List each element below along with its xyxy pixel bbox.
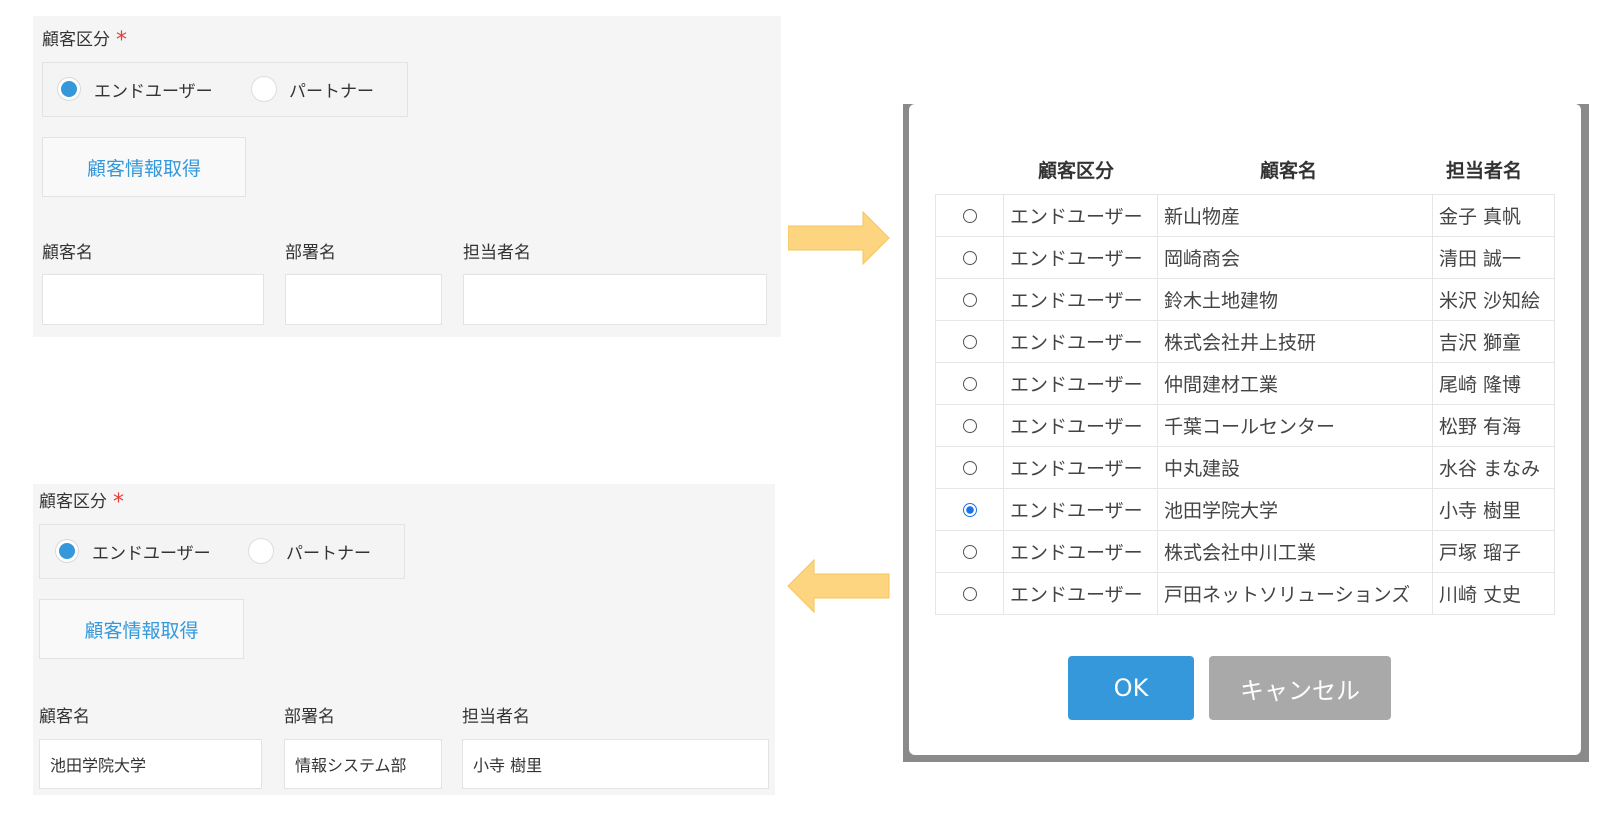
customer-name-field[interactable] [42,274,264,325]
row-contact: 米沢 沙知絵 [1432,278,1555,321]
row-radio-button[interactable] [962,503,977,517]
table-row[interactable]: エンドユーザー中丸建設水谷 まなみ [935,446,1555,489]
row-contact: 吉沢 獅童 [1432,320,1555,363]
table-row[interactable]: エンドユーザー千葉コールセンター松野 有海 [935,404,1555,447]
customer-select-dialog: 顧客区分 顧客名 担当者名 エンドユーザー新山物産金子 真帆エンドユーザー岡崎商… [909,104,1581,755]
contact-field[interactable]: 小寺 樹里 [462,739,769,789]
customer-type-label: 顧客区分* [39,490,124,515]
row-radio-button[interactable] [962,545,977,559]
radio-partner-label[interactable]: パートナー [286,544,371,564]
contact-label: 担当者名 [463,243,531,263]
row-customer-type: エンドユーザー [1003,404,1158,447]
row-customer-type: エンドユーザー [1003,572,1158,615]
row-contact: 戸塚 瑠子 [1432,530,1555,573]
radio-enduser-label[interactable]: エンドユーザー [94,82,213,102]
row-radio[interactable] [935,362,1004,405]
fetch-customer-button[interactable]: 顧客情報取得 [42,137,246,197]
arrow-right-icon [788,210,890,266]
department-field[interactable]: 情報システム部 [284,739,442,789]
table-row[interactable]: エンドユーザー池田学院大学小寺 樹里 [935,488,1555,531]
form-after: 顧客区分* エンドユーザー パートナー 顧客情報取得 顧客名 部署名 担当者名 … [33,484,775,795]
row-radio-button[interactable] [962,251,977,265]
row-radio[interactable] [935,320,1004,363]
department-field[interactable] [285,274,442,325]
row-radio[interactable] [935,404,1004,447]
customer-type-radio-group: エンドユーザー パートナー [42,62,408,117]
row-contact: 金子 真帆 [1432,194,1555,237]
row-customer-name: 戸田ネットソリューションズ [1157,572,1433,615]
row-customer-name: 岡崎商会 [1157,236,1433,279]
row-customer-name: 株式会社中川工業 [1157,530,1433,573]
row-radio[interactable] [935,572,1004,615]
table-row[interactable]: エンドユーザー新山物産金子 真帆 [935,194,1555,237]
table-row[interactable]: エンドユーザー株式会社中川工業戸塚 瑠子 [935,530,1555,573]
contact-label: 担当者名 [462,707,530,727]
radio-enduser-label[interactable]: エンドユーザー [92,544,211,564]
table-row[interactable]: エンドユーザー仲間建材工業尾崎 隆博 [935,362,1555,405]
row-customer-type: エンドユーザー [1003,446,1158,489]
table-row[interactable]: エンドユーザー株式会社井上技研吉沢 獅童 [935,320,1555,363]
row-customer-name: 池田学院大学 [1157,488,1433,531]
radio-enduser[interactable] [56,540,78,562]
row-radio[interactable] [935,530,1004,573]
row-radio[interactable] [935,488,1004,531]
row-radio-button[interactable] [962,461,977,475]
row-customer-type: エンドユーザー [1003,362,1158,405]
required-mark: * [116,28,127,53]
row-radio-button[interactable] [962,209,977,223]
row-contact: 清田 誠一 [1432,236,1555,279]
row-customer-type: エンドユーザー [1003,530,1158,573]
customer-name-label: 顧客名 [42,243,93,263]
table-row[interactable]: エンドユーザー岡崎商会清田 誠一 [935,236,1555,279]
customer-name-label: 顧客名 [39,707,90,727]
customer-table: エンドユーザー新山物産金子 真帆エンドユーザー岡崎商会清田 誠一エンドユーザー鈴… [935,194,1555,615]
row-customer-type: エンドユーザー [1003,320,1158,363]
row-contact: 水谷 まなみ [1432,446,1555,489]
header-customer-type: 顧客区分 [1038,160,1115,182]
table-row[interactable]: エンドユーザー鈴木土地建物米沢 沙知絵 [935,278,1555,321]
form-before: 顧客区分* エンドユーザー パートナー 顧客情報取得 顧客名 部署名 担当者名 [33,16,781,337]
row-contact: 松野 有海 [1432,404,1555,447]
row-customer-name: 仲間建材工業 [1157,362,1433,405]
row-customer-type: エンドユーザー [1003,488,1158,531]
row-contact: 尾崎 隆博 [1432,362,1555,405]
arrow-left-icon [787,558,890,614]
radio-enduser[interactable] [58,78,80,100]
row-customer-name: 新山物産 [1157,194,1433,237]
row-customer-type: エンドユーザー [1003,278,1158,321]
row-customer-name: 千葉コールセンター [1157,404,1433,447]
header-contact: 担当者名 [1446,160,1523,182]
customer-name-field[interactable]: 池田学院大学 [39,739,262,789]
row-radio-button[interactable] [962,419,977,433]
header-customer-name: 顧客名 [1260,160,1318,182]
contact-field[interactable] [463,274,767,325]
department-label: 部署名 [284,707,335,727]
row-radio[interactable] [935,236,1004,279]
department-label: 部署名 [285,243,336,263]
row-customer-type: エンドユーザー [1003,236,1158,279]
ok-button[interactable]: OK [1068,656,1194,720]
row-radio[interactable] [935,278,1004,321]
required-mark: * [113,490,124,515]
row-radio-button[interactable] [962,587,977,601]
customer-type-label: 顧客区分* [42,28,127,53]
radio-partner[interactable] [251,76,277,102]
row-contact: 小寺 樹里 [1432,488,1555,531]
row-radio[interactable] [935,194,1004,237]
row-customer-type: エンドユーザー [1003,194,1158,237]
row-contact: 川崎 丈史 [1432,572,1555,615]
row-radio-button[interactable] [962,377,977,391]
row-radio-button[interactable] [962,293,977,307]
row-radio-button[interactable] [962,335,977,349]
row-customer-name: 株式会社井上技研 [1157,320,1433,363]
customer-type-radio-group: エンドユーザー パートナー [39,524,405,579]
row-radio[interactable] [935,446,1004,489]
row-customer-name: 中丸建設 [1157,446,1433,489]
row-customer-name: 鈴木土地建物 [1157,278,1433,321]
table-row[interactable]: エンドユーザー戸田ネットソリューションズ川崎 丈史 [935,572,1555,615]
fetch-customer-button[interactable]: 顧客情報取得 [39,599,244,659]
cancel-button[interactable]: キャンセル [1209,656,1391,720]
radio-partner-label[interactable]: パートナー [289,82,374,102]
radio-partner[interactable] [248,538,274,564]
